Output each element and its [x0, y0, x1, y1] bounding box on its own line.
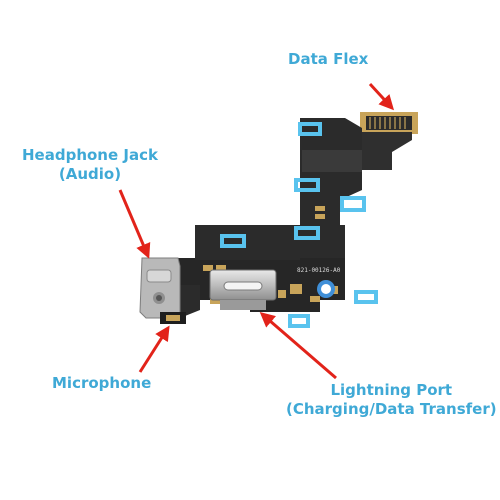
lightning-port-label-line-1: Lightning Port [330, 381, 453, 399]
lightning-port-label: Lightning Port (Charging/Data Transfer) [286, 381, 497, 419]
microphone-label: Microphone [52, 374, 151, 393]
data-flex-label-text: Data Flex [288, 50, 369, 68]
headphone-jack-arrow [118, 189, 151, 259]
lightning-port-connector [209, 269, 277, 310]
headphone-jack-housing [139, 257, 181, 319]
microphone-label-text: Microphone [52, 374, 152, 392]
headphone-jack-label-line-2: (Audio) [58, 165, 122, 183]
microphone-component [160, 312, 186, 324]
microphone-arrow [138, 325, 170, 373]
adhesive-tape [220, 122, 378, 328]
flex-cable [160, 118, 412, 320]
data-flex-connector [360, 112, 418, 134]
headphone-jack-label-line-1: Headphone Jack [22, 146, 158, 164]
lightning-port-arrow [259, 312, 337, 380]
lightning-port-label-line-2: (Charging/Data Transfer) [286, 400, 497, 418]
data-flex-arrow [368, 82, 395, 111]
headphone-jack-label: Headphone Jack (Audio) [22, 146, 158, 184]
data-flex-label: Data Flex [288, 50, 368, 69]
board-part-number: 821-00126-A0 [297, 267, 341, 274]
callout-arrows [118, 82, 395, 380]
